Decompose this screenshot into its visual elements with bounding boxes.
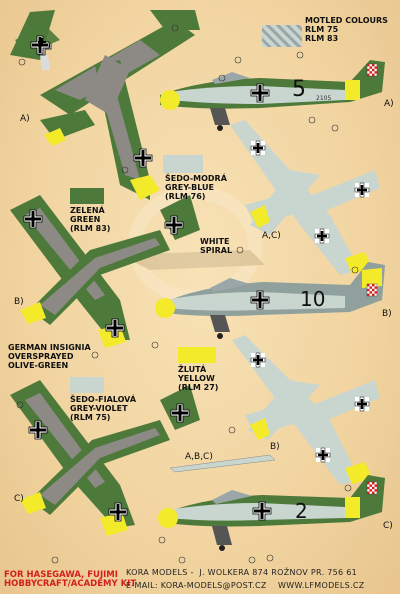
label-b-small: B) bbox=[270, 442, 280, 452]
wing-cross bbox=[250, 140, 266, 156]
plan-view-c-top bbox=[10, 380, 200, 536]
plan-view-a-top bbox=[10, 10, 200, 200]
wing-cross bbox=[354, 182, 370, 198]
swatch-grey-violet bbox=[70, 377, 104, 393]
side-view-a bbox=[160, 60, 385, 131]
wing-cross bbox=[354, 396, 370, 412]
croatian-shield bbox=[366, 481, 378, 495]
wing-cross bbox=[314, 228, 330, 244]
wing-cross bbox=[250, 352, 266, 368]
plan-view-b-bottom bbox=[232, 335, 380, 485]
footer-address: KORA MODELS - J. WOLKERA 874 ROŽNOV PR. … bbox=[126, 568, 358, 577]
swatch-mottled bbox=[262, 25, 302, 47]
label-b-left: B) bbox=[14, 297, 24, 307]
label-abc: A,B,C) bbox=[185, 452, 213, 462]
wing-cross bbox=[315, 447, 331, 463]
wing-strip bbox=[169, 454, 276, 473]
code-a: 5 bbox=[292, 77, 306, 102]
label-a-left: A) bbox=[20, 114, 30, 124]
croatian-shield bbox=[366, 63, 378, 77]
footer-contact: E-MAIL: KORA-MODELS@POST.CZ WWW.LFMODELS… bbox=[126, 581, 365, 590]
placement-markers bbox=[16, 24, 359, 564]
side-view-c bbox=[158, 475, 385, 551]
label-c-right: C) bbox=[383, 521, 393, 531]
code-c: 2 bbox=[295, 499, 308, 523]
swatch-green bbox=[70, 188, 104, 204]
croatian-shield bbox=[366, 283, 378, 297]
label-a-right: A) bbox=[384, 99, 394, 109]
code-b: 10 bbox=[300, 287, 326, 311]
label-c-left: C) bbox=[14, 494, 24, 504]
swatch-yellow bbox=[178, 347, 216, 363]
label-b-right: B) bbox=[382, 309, 392, 319]
side-view-b bbox=[155, 262, 385, 339]
label-ac: A,C) bbox=[262, 231, 281, 241]
swatch-grey-blue bbox=[163, 155, 203, 173]
serial-a: 2105 bbox=[316, 95, 332, 102]
